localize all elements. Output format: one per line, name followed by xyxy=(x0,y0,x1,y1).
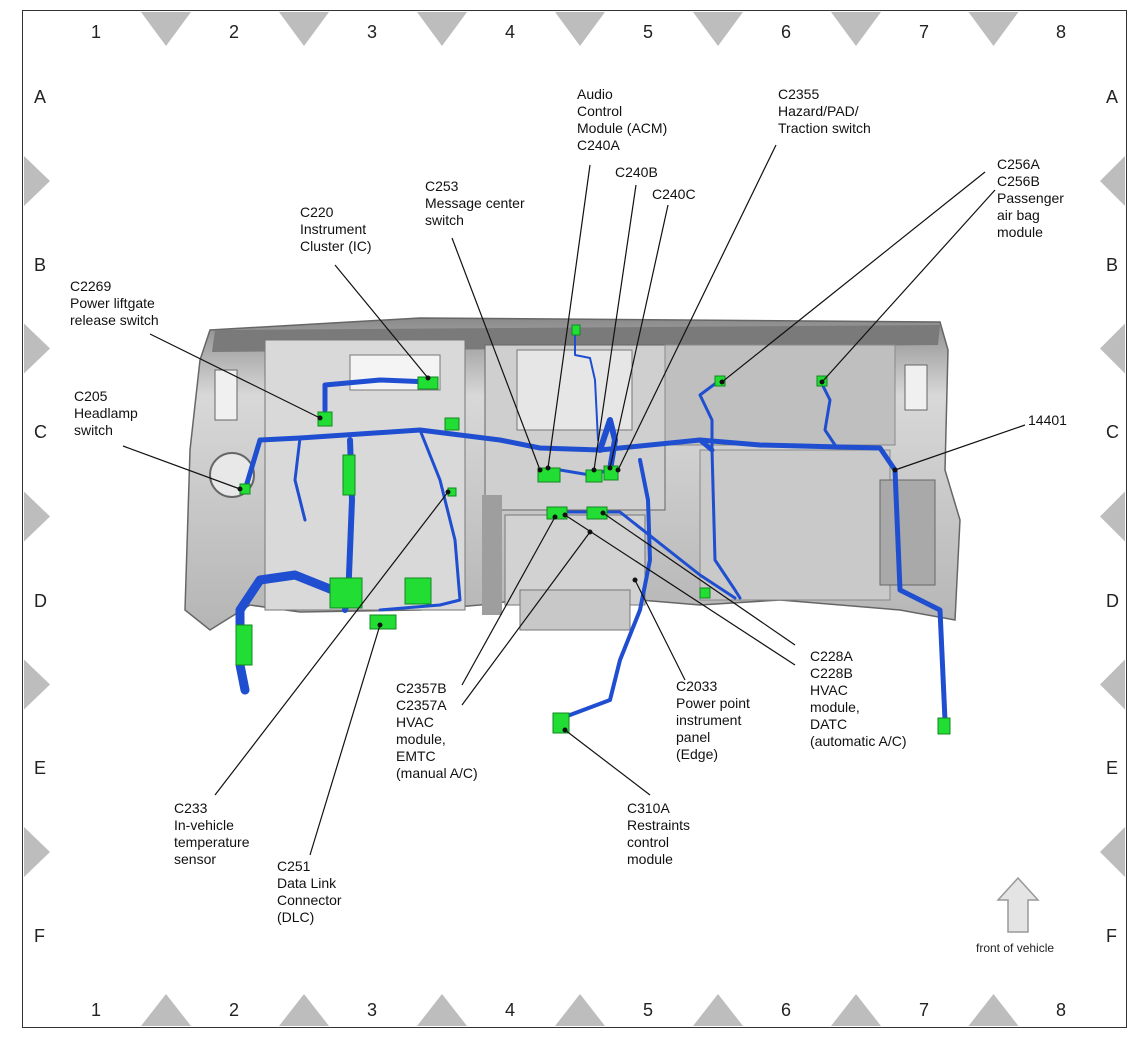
grid-col-6-top: 6 xyxy=(781,22,792,42)
label-c2269: C2269 Power liftgate release switch xyxy=(70,278,159,328)
grid-col-2-bottom: 2 xyxy=(229,1000,240,1020)
label-c240c: C240C xyxy=(652,186,696,202)
grid-row-D-left: D xyxy=(34,591,47,611)
grid-marker-top xyxy=(831,12,881,46)
label-c253: C253 Message center switch xyxy=(425,178,525,228)
grid-col-4-bottom: 4 xyxy=(505,1000,516,1020)
connector-c228 xyxy=(586,506,608,520)
connector-c2357 xyxy=(546,506,568,520)
grid-col-8-bottom: 8 xyxy=(1056,1000,1067,1020)
passenger-upper xyxy=(664,344,896,446)
grid-row-C-right: C xyxy=(1106,422,1119,442)
grid-marker-top xyxy=(693,12,743,46)
label-c240b: C240B xyxy=(615,164,658,180)
grid-row-B-left: B xyxy=(34,255,47,275)
grid-col-2-top: 2 xyxy=(229,22,240,42)
grid-col-5-top: 5 xyxy=(643,22,654,42)
right-duct xyxy=(879,479,936,586)
grid-marker-right xyxy=(1100,659,1125,710)
label-c256: C256A C256B Passenger air bag module xyxy=(997,156,1064,240)
wiring-harness xyxy=(235,334,948,723)
grid-markers xyxy=(24,12,1125,1026)
grid-row-F-left: F xyxy=(34,926,45,946)
label-c205: C205 Headlamp switch xyxy=(74,388,138,438)
grid-col-8-top: 8 xyxy=(1056,22,1067,42)
grid-row-B-right: B xyxy=(1106,255,1119,275)
radio-opening xyxy=(516,349,633,431)
grid-col-4-top: 4 xyxy=(505,22,516,42)
grid-row-C-left: C xyxy=(34,422,47,442)
grid-marker-top xyxy=(968,12,1019,46)
grid-row-E-right: E xyxy=(1106,758,1119,778)
grid-marker-left xyxy=(24,491,50,542)
front-of-vehicle-note: front of vehicle xyxy=(976,941,1055,955)
grid-marker-top xyxy=(417,12,467,46)
label-c2033: C2033 Power point instrument panel (Edge… xyxy=(676,678,750,762)
grid-marker-top xyxy=(141,12,191,46)
grid-col-7-bottom: 7 xyxy=(919,1000,930,1020)
connector-left-end xyxy=(235,624,253,666)
grid-row-A-right: A xyxy=(1106,87,1119,107)
grid-marker-bottom xyxy=(279,994,329,1026)
left-vent xyxy=(214,369,238,421)
right-vent xyxy=(904,364,928,411)
grid-marker-bottom xyxy=(693,994,743,1026)
label-c2355: C2355 Hazard/PAD/ Traction switch xyxy=(778,86,871,136)
connector-right-end xyxy=(937,717,951,735)
grid-marker-left xyxy=(24,659,50,710)
grid-row-E-left: E xyxy=(34,758,47,778)
label-c228: C228A C228B HVAC module, DATC (automatic… xyxy=(810,648,907,749)
grid-marker-top xyxy=(279,12,329,46)
connector-top-center xyxy=(571,324,581,336)
grid-marker-bottom xyxy=(555,994,605,1026)
grid-col-1-top: 1 xyxy=(91,22,102,42)
grid-marker-left xyxy=(24,827,50,877)
label-c220: C220 Instrument Cluster (IC) xyxy=(300,204,372,254)
front-arrow-icon xyxy=(996,876,1040,933)
lower-bracket xyxy=(519,589,631,631)
label-14401: 14401 xyxy=(1028,412,1067,428)
connector-block-left xyxy=(329,577,363,609)
glovebox-bay xyxy=(699,449,891,601)
connector-stack-left xyxy=(342,454,356,496)
connector-upper-center xyxy=(444,417,460,431)
leader-lines xyxy=(122,144,1026,856)
label-c310a: C310A Restraints control module xyxy=(627,800,691,867)
grid-marker-top xyxy=(555,12,605,46)
grid-row-F-right: F xyxy=(1106,926,1117,946)
label-c251: C251 Data Link Connector (DLC) xyxy=(277,858,342,925)
connector-c251 xyxy=(369,614,397,630)
grid-marker-right xyxy=(1100,156,1125,206)
grid-col-7-top: 7 xyxy=(919,22,930,42)
label-c2357: C2357B C2357A HVAC module, EMTC (manual … xyxy=(396,680,478,781)
grid-marker-left xyxy=(24,323,50,374)
connector-glovebox xyxy=(699,587,711,599)
label-c233: C233 In-vehicle temperature sensor xyxy=(174,800,250,867)
label-acm: Audio Control Module (ACM) C240A xyxy=(577,86,668,153)
grid-col-3-bottom: 3 xyxy=(367,1000,378,1020)
grid-marker-bottom xyxy=(831,994,881,1026)
grid-marker-right xyxy=(1100,491,1125,542)
grid-marker-bottom xyxy=(417,994,467,1026)
instrument-panel xyxy=(184,317,961,631)
leader-arrowheads xyxy=(237,375,898,733)
grid-col-6-bottom: 6 xyxy=(781,1000,792,1020)
grid-marker-right xyxy=(1100,827,1125,877)
center-pillar xyxy=(482,495,502,615)
diagram-frame xyxy=(22,10,1127,1028)
grid-marker-right xyxy=(1100,323,1125,374)
grid-col-5-bottom: 5 xyxy=(643,1000,654,1020)
grid-marker-bottom xyxy=(968,994,1019,1026)
connector-block-center xyxy=(404,577,432,605)
grid-row-D-right: D xyxy=(1106,591,1119,611)
grid-row-A-left: A xyxy=(34,87,47,107)
grid-marker-left xyxy=(24,156,50,206)
grid-col-3-top: 3 xyxy=(367,22,378,42)
grid-marker-bottom xyxy=(141,994,191,1026)
grid-col-1-bottom: 1 xyxy=(91,1000,102,1020)
